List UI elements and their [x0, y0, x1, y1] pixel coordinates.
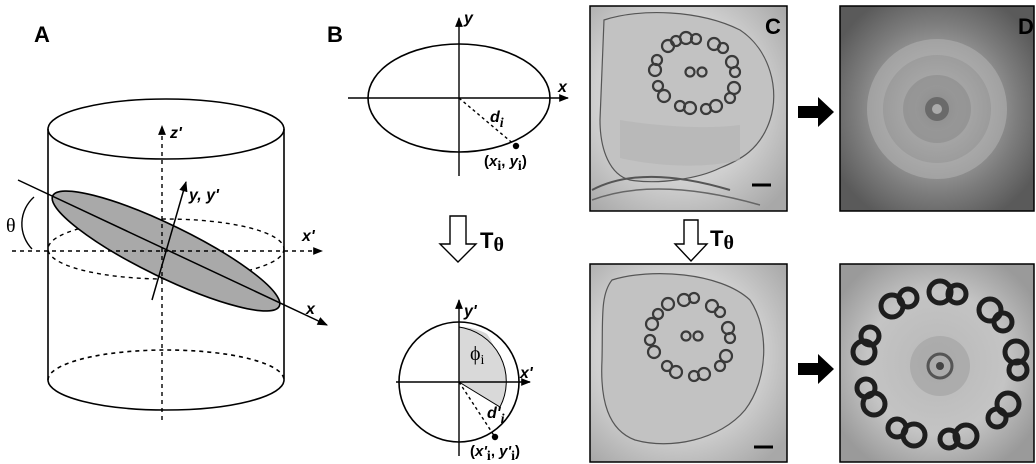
- average-d-top: D: [839, 5, 1035, 212]
- arrow-c-to-d-top: [798, 97, 834, 127]
- panel-c: C Tθ: [589, 5, 788, 463]
- micrograph-c-bottom: [589, 263, 788, 463]
- bottom-y-label: y': [463, 303, 478, 320]
- top-distance-label: di: [490, 109, 504, 131]
- panel-b: B y x di (xi, yi) Tθ: [327, 10, 569, 464]
- doublet-ring-bottom: [643, 291, 737, 383]
- theta-arc: [21, 196, 35, 250]
- top-x-label: x: [557, 79, 568, 96]
- y-axis-label: y, y': [188, 187, 220, 204]
- panel-a-label: A: [34, 22, 50, 47]
- transform-arrow-b: Tθ: [438, 215, 504, 263]
- transform-label-c: Tθ: [710, 226, 734, 254]
- transform-label-b: Tθ: [480, 228, 504, 256]
- bottom-circle-diagram: y' x' ϕi d'i (x'i, y'i): [396, 299, 534, 464]
- panel-c-label: C: [765, 14, 781, 39]
- average-d-bottom: [839, 263, 1035, 463]
- cylinder: [47, 98, 285, 411]
- bottom-point-label: (x'i, y'i): [470, 443, 520, 464]
- panel-b-label: B: [327, 22, 343, 47]
- top-ellipse-diagram: y x di (xi, yi): [348, 10, 569, 176]
- panel-d: D: [839, 5, 1035, 463]
- top-point-label: (xi, yi): [484, 153, 527, 174]
- theta-label: θ: [6, 215, 16, 237]
- x-prime-axis-label: x': [301, 228, 316, 245]
- y-axis: [151, 180, 188, 301]
- doublet-ring-average: [850, 278, 1030, 451]
- z-prime-axis-label: z': [169, 125, 183, 142]
- x-axis: [17, 179, 328, 326]
- transform-arrow-c: Tθ: [673, 219, 734, 263]
- doublet-ring-top: [647, 30, 742, 116]
- micrograph-c-top: C: [589, 5, 788, 212]
- arrow-c-to-d-bottom: [798, 354, 834, 384]
- top-y-label: y: [463, 10, 474, 27]
- panel-a: A z' x' x y, y' θ: [6, 22, 328, 420]
- bottom-distance-label: d'i: [487, 405, 505, 427]
- dashed-section: [47, 218, 285, 280]
- bottom-x-label: x': [519, 365, 534, 382]
- panel-d-label: D: [1018, 14, 1034, 39]
- phi-label: ϕi: [470, 343, 485, 368]
- x-axis-label: x: [305, 301, 316, 318]
